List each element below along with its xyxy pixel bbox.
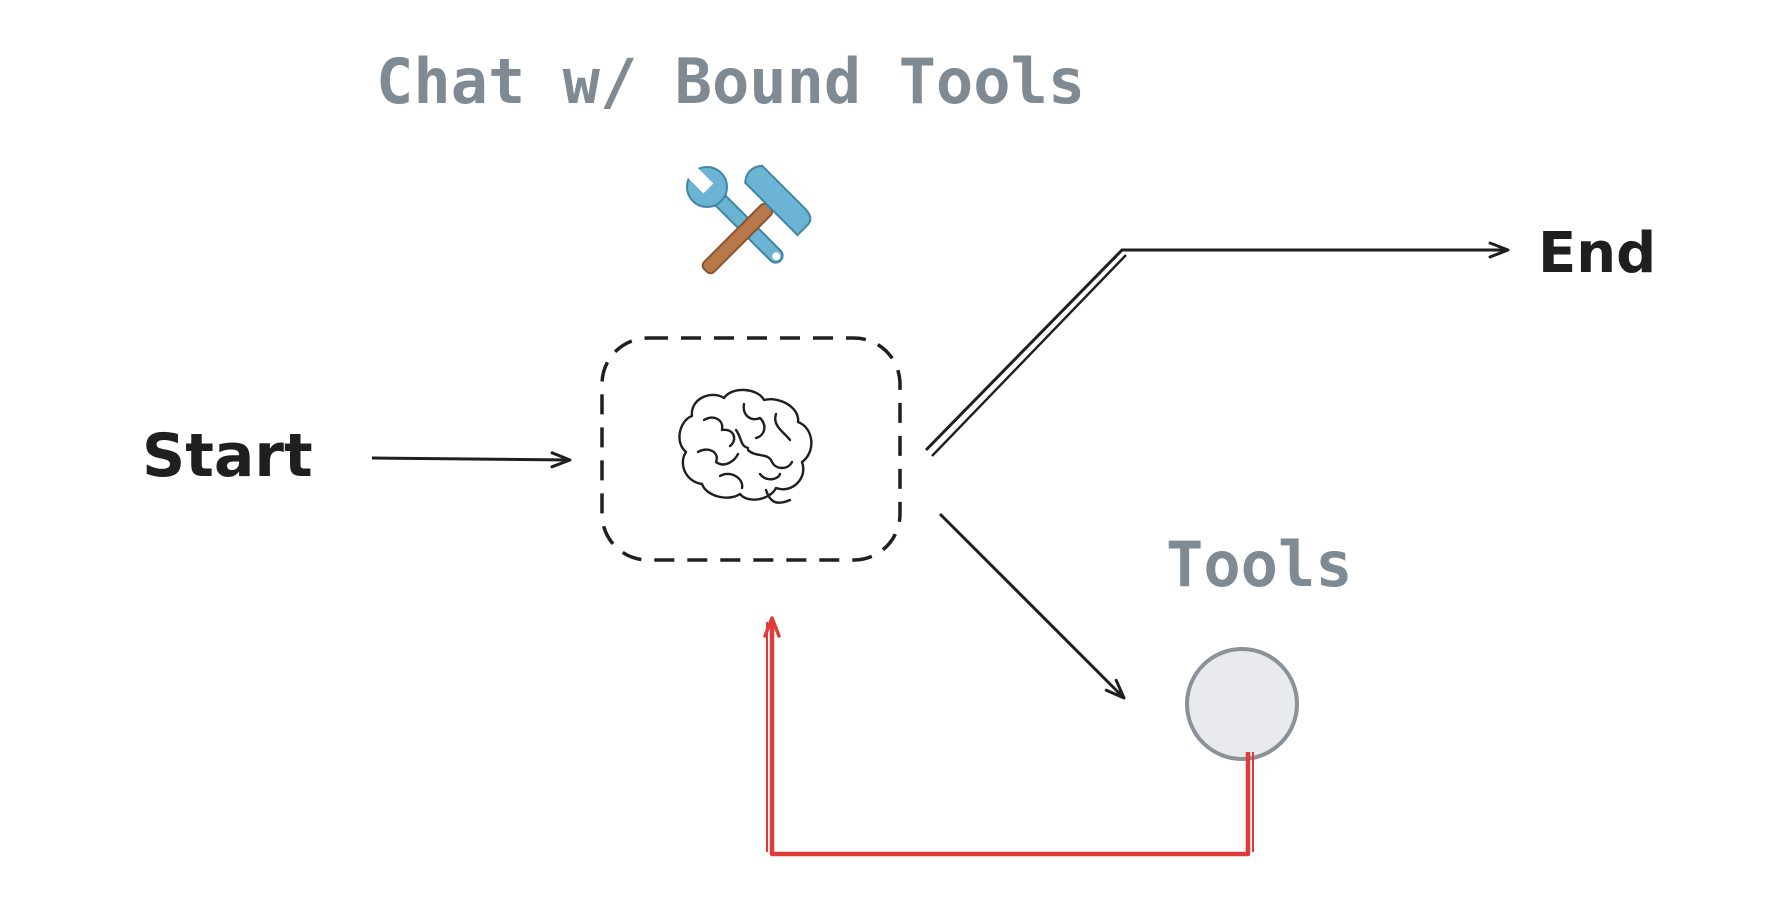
start-label: Start: [142, 421, 313, 491]
end-label: End: [1538, 221, 1656, 286]
edge-chat-to-end: [924, 241, 1510, 457]
brain-icon: [678, 388, 813, 504]
hammer-and-wrench-icon: [685, 164, 812, 275]
tools-node: [1185, 647, 1299, 761]
edge-chat-to-tools: [938, 512, 1126, 700]
edge-start-to-chat: [371, 451, 572, 469]
chat-model-node: [600, 336, 902, 562]
diagram-title: Chat w/ Bound Tools: [376, 45, 1085, 118]
tools-label: Tools: [1166, 528, 1353, 601]
edge-tools-to-chat: [763, 616, 1251, 857]
